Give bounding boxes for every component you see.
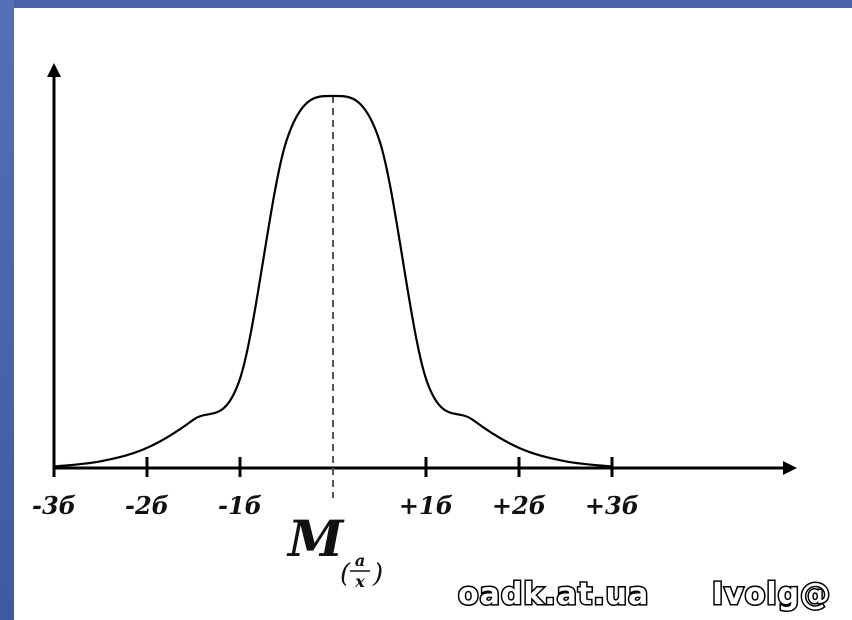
watermark-author: Ivolg@: [712, 577, 831, 612]
mean-label-group: M ( a x ): [286, 509, 383, 591]
subscript-open-paren: (: [340, 559, 351, 589]
x-tick-label: +3б: [585, 491, 639, 520]
watermark-site: oadk.at.ua: [458, 577, 649, 612]
frame-left-bar: [0, 0, 14, 620]
subscript-numerator: a: [355, 551, 365, 570]
x-tick-label: +1б: [399, 491, 453, 520]
x-tick-label: -2б: [125, 491, 169, 520]
x-tick-label: -1б: [218, 491, 262, 520]
x-tick-label: +2б: [492, 491, 546, 520]
subscript-close-paren: ): [372, 559, 383, 589]
x-tick-label: -3б: [32, 491, 76, 520]
frame-top-bar: [0, 0, 852, 8]
subscript-denominator: x: [354, 572, 365, 591]
distribution-curve: [53, 94, 613, 468]
mean-label: M: [286, 509, 345, 568]
